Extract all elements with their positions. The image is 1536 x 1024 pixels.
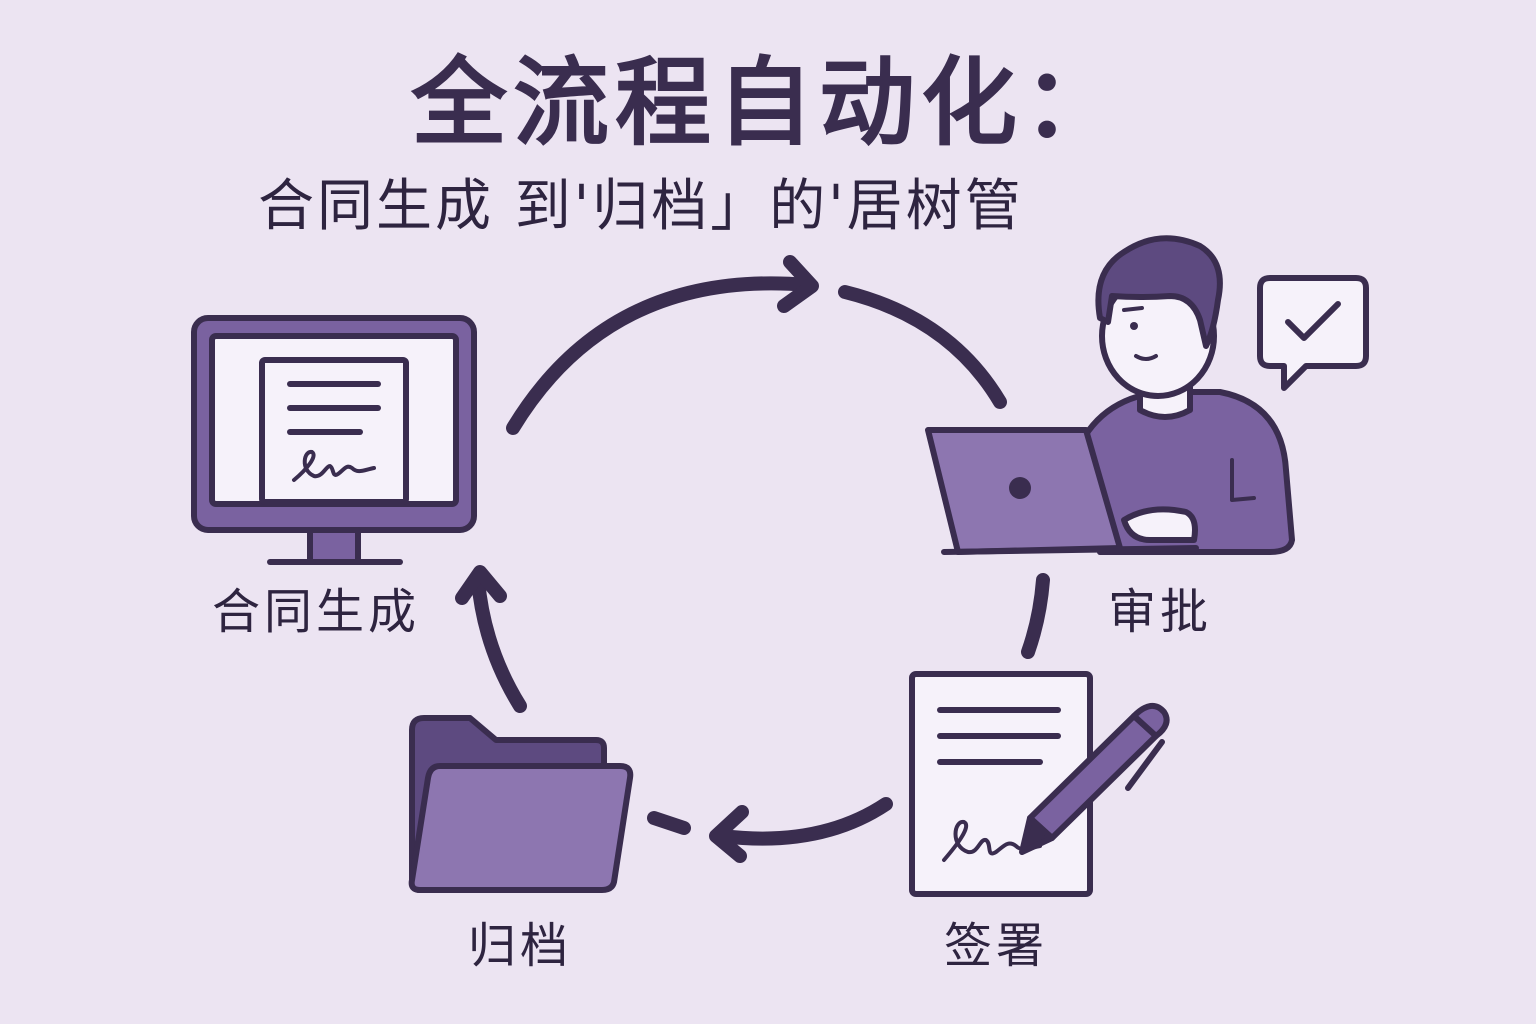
step-label-archive: 归档 [468,918,573,974]
step-label-approve: 审批 [1108,584,1213,640]
page-title: 全流程自动化： [411,47,1125,159]
document-pen-signature-icon [909,671,1170,897]
speech-bubble-check-icon [1257,275,1369,391]
arrow-into-approve [838,285,1007,409]
arrow-archive-to-generate [455,565,527,713]
folder-icon [408,715,634,893]
arrow-approve-to-sign [1021,573,1050,659]
page-subtitle: 合同生成 到'归档」的'居树管 [258,174,1024,239]
arrow-generate-to-approve [506,255,819,435]
arrow-sign-to-archive [709,797,893,863]
arrow-dash-archive [647,811,691,835]
computer-monitor-document-icon [191,315,477,565]
step-label-sign: 签署 [944,918,1049,974]
person-laptop-icon [925,235,1295,555]
step-label-generate: 合同生成 [212,584,421,640]
